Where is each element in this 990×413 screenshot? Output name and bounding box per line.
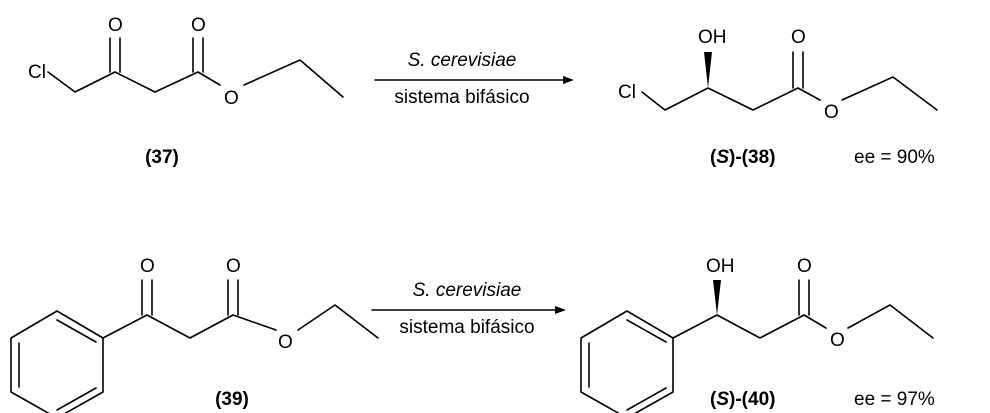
wedge-bond — [713, 280, 721, 315]
enantiomeric-excess-40: ee = 97% — [854, 389, 935, 410]
ester-oxygen-atom: O — [278, 332, 293, 353]
ester-oxygen-atom: O — [830, 330, 845, 351]
reaction-2: O O O (39) S. cerevisiae sistema bifásic… — [10, 256, 935, 413]
reagent-conditions-1: sistema bifásico — [394, 87, 529, 108]
ketone-oxygen-atom: O — [108, 15, 123, 36]
ester-oxygen-atom: O — [224, 88, 239, 109]
product-38-structure: Cl OH O O — [618, 27, 938, 123]
carbonyl-oxygen-atom: O — [797, 256, 812, 277]
chlorine-atom: Cl — [28, 62, 46, 83]
carbonyl-oxygen-atom: O — [191, 15, 206, 36]
reactant-37-label: (37) — [145, 147, 179, 168]
ketone-oxygen-atom: O — [140, 256, 155, 277]
hydroxyl-group: OH — [706, 256, 735, 277]
carbonyl-oxygen-atom: O — [226, 256, 241, 277]
reaction-arrow-1 — [374, 76, 574, 84]
reactant-37-structure: Cl O O O — [28, 15, 344, 109]
ester-oxygen-atom: O — [824, 102, 839, 123]
reagent-organism-1: S. cerevisiae — [408, 50, 517, 71]
wedge-bond — [704, 52, 712, 88]
chlorine-atom: Cl — [618, 82, 636, 103]
carbonyl-oxygen-atom: O — [791, 27, 806, 48]
reaction-1: Cl O O O (37) S. cerevisiae sistema bifá… — [28, 15, 938, 168]
enantiomeric-excess-38: ee = 90% — [854, 147, 935, 168]
reagent-conditions-2: sistema bifásico — [399, 317, 534, 338]
product-38-label: (S)-(38) — [710, 147, 775, 168]
reagent-organism-2: S. cerevisiae — [413, 280, 522, 301]
reactant-39-structure: O O O — [10, 256, 379, 413]
reaction-arrow-2 — [371, 306, 566, 314]
reactant-39-label: (39) — [215, 389, 249, 410]
product-40-label: (S)-(40) — [710, 389, 775, 410]
product-40-structure: OH O O — [580, 256, 934, 413]
hydroxyl-group: OH — [698, 27, 727, 48]
